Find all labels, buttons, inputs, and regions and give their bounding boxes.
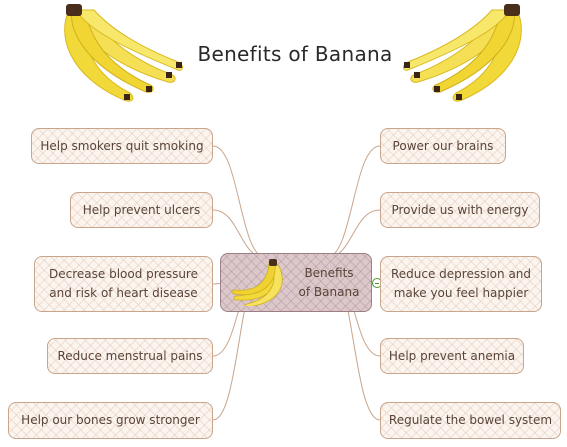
topic-bones[interactable]: Help our bones grow stronger — [8, 402, 213, 439]
topic-energy[interactable]: Provide us with energy — [380, 192, 540, 228]
topic-label: Reduce menstrual pains — [57, 348, 203, 363]
topic-label: Power our brains — [392, 138, 494, 153]
topic-label: Provide us with energy — [391, 202, 529, 217]
central-topic[interactable]: Benefits of Banana — [220, 253, 372, 312]
topic-anemia[interactable]: Help prevent anemia — [380, 338, 524, 374]
connector-left-1 — [212, 209, 267, 259]
topic-label: Decrease blood pressure and risk of hear… — [49, 267, 198, 300]
topic-ulcers[interactable]: Help prevent ulcers — [70, 192, 213, 228]
topic-label: Regulate the bowel system — [388, 413, 553, 427]
topic-depression[interactable]: Reduce depression and make you feel happ… — [380, 256, 542, 312]
topic-label: Help our bones grow stronger — [21, 413, 200, 427]
banana-bunch-icon — [231, 259, 283, 306]
topic-label: Help smokers quit smoking — [40, 138, 204, 153]
topic-quit-smoking[interactable]: Help smokers quit smoking — [31, 128, 213, 164]
page-title: Benefits of Banana — [197, 42, 393, 66]
topic-label: Help prevent anemia — [388, 348, 516, 363]
topic-brains[interactable]: Power our brains — [380, 128, 506, 164]
connector-right-0 — [325, 145, 381, 259]
topic-bowel[interactable]: Regulate the bowel system — [380, 402, 561, 439]
banana-bunch-left-icon — [64, 4, 183, 102]
banana-bunch-right-icon — [403, 4, 522, 102]
central-topic-label: Benefits of Banana — [298, 266, 360, 299]
connector-left-0 — [212, 145, 267, 259]
topic-blood-pressure[interactable]: Decrease blood pressure and risk of hear… — [34, 256, 213, 312]
connector-right-1 — [325, 209, 381, 259]
topic-label: Reduce depression and make you feel happ… — [390, 267, 532, 300]
topic-menstrual[interactable]: Reduce menstrual pains — [47, 338, 213, 374]
topic-label: Help prevent ulcers — [82, 202, 201, 217]
